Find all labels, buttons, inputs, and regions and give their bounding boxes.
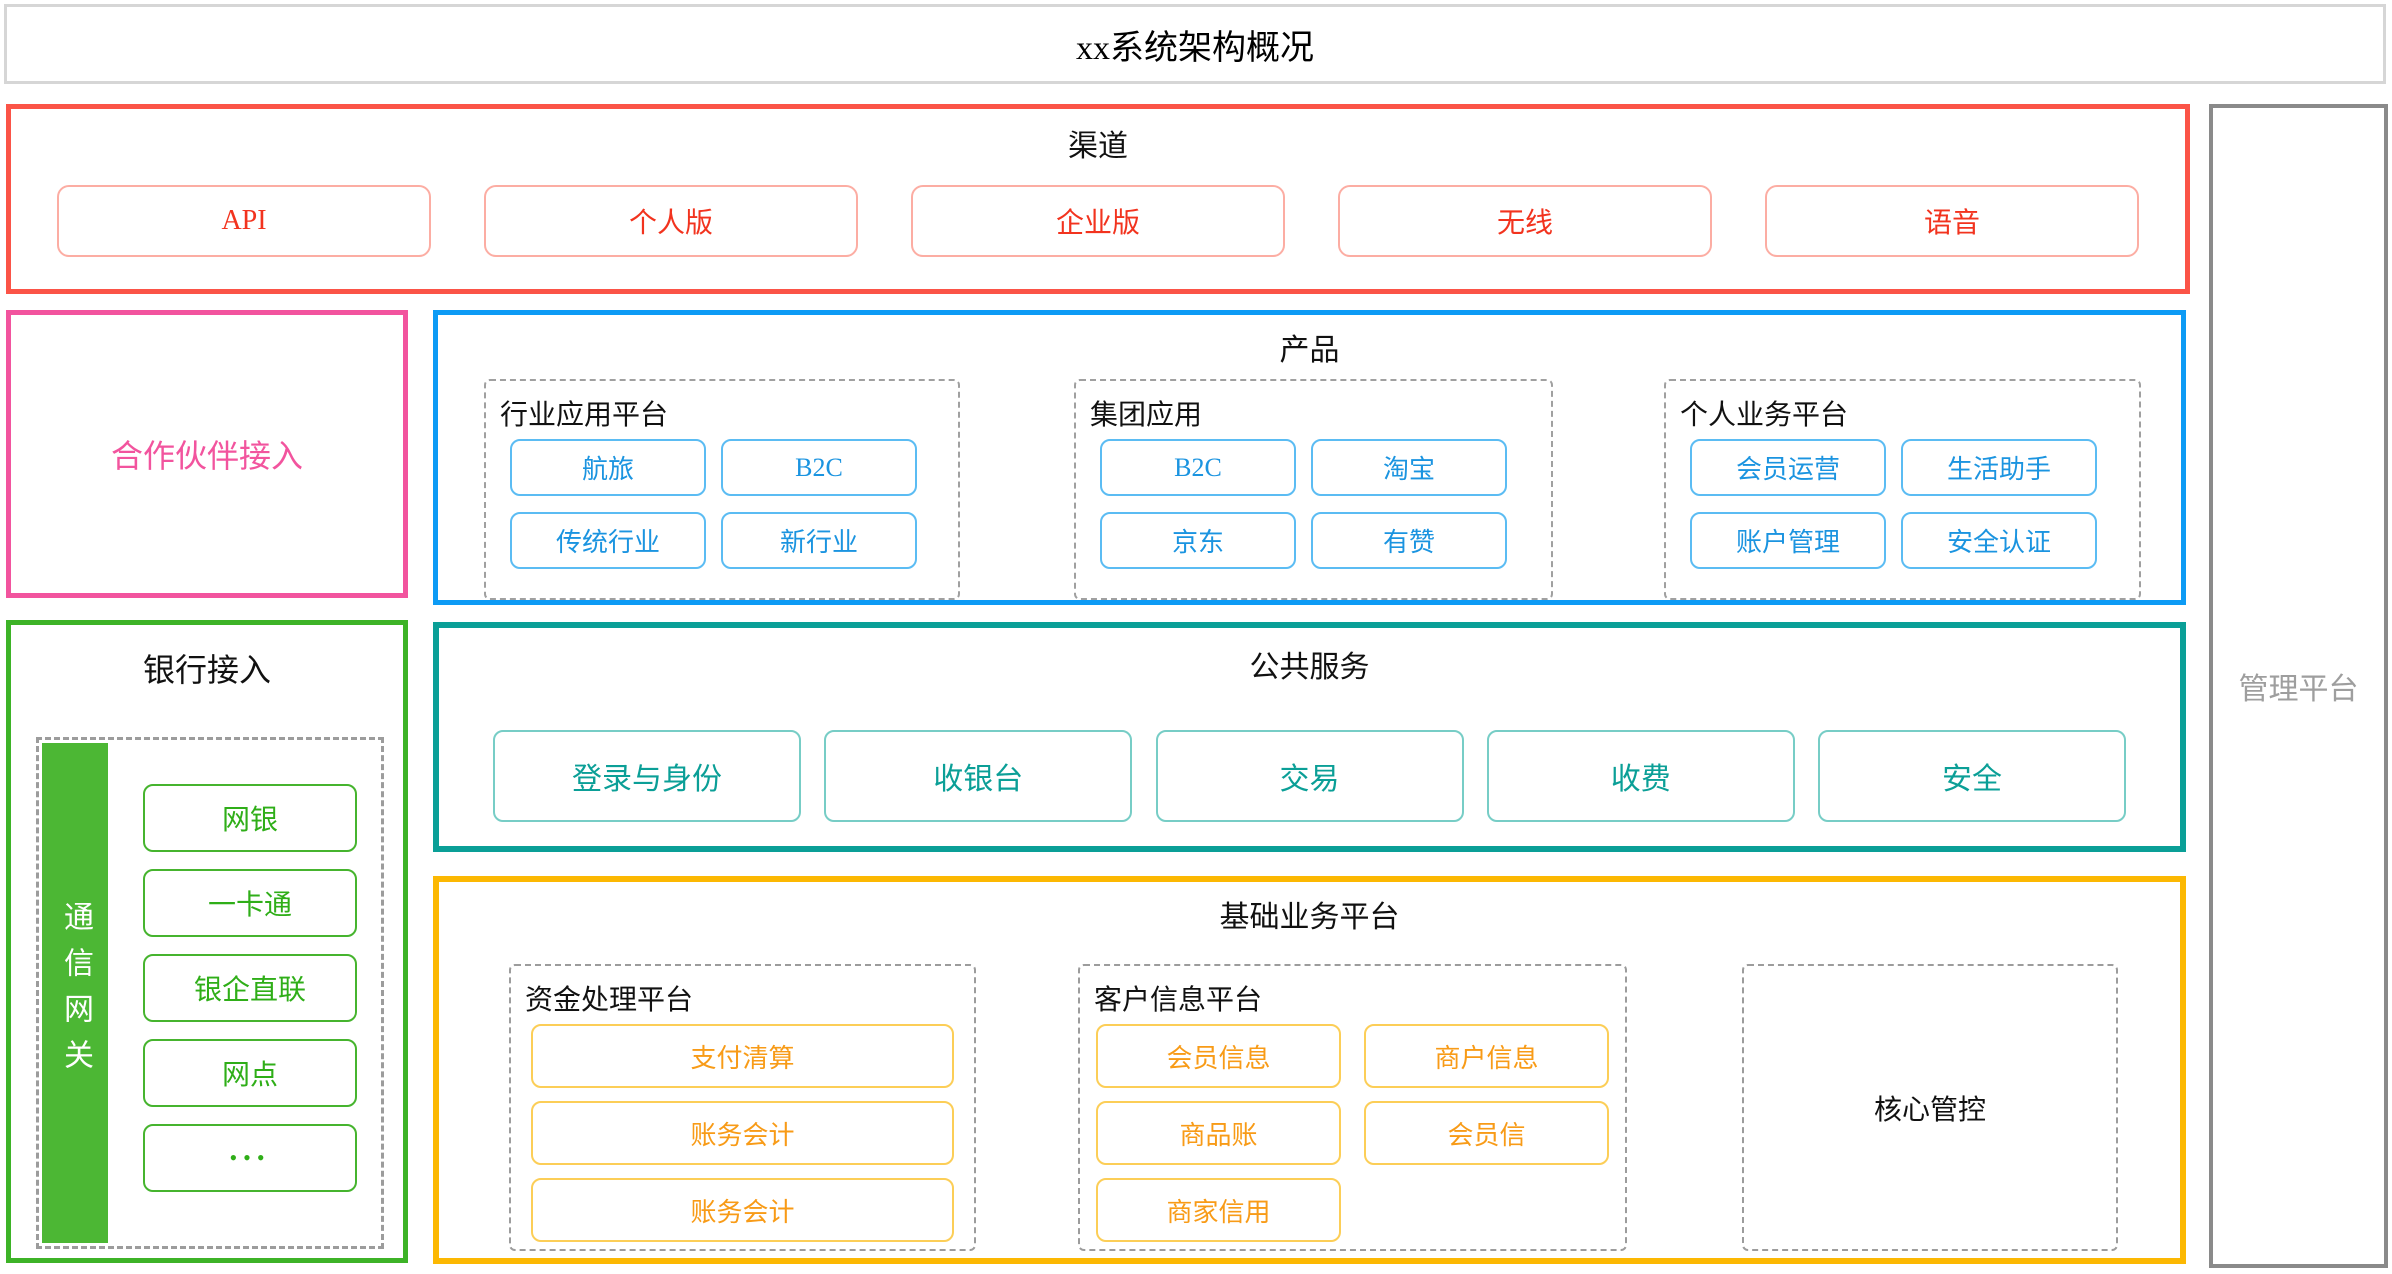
group-fund-processing-platform: 资金处理平台 支付清算 账务会计 账务会计: [509, 964, 976, 1251]
product-button[interactable]: 航旅: [510, 439, 706, 496]
foundation-button-accounting[interactable]: 账务会计: [531, 1101, 954, 1165]
bank-button-onecard[interactable]: 一卡通: [143, 869, 357, 937]
partner-access-label: 合作伙伴接入: [110, 438, 303, 474]
group-group-apps: 集团应用 B2C 淘宝 京东 有赞: [1074, 379, 1553, 600]
product-button[interactable]: 传统行业: [510, 512, 706, 569]
service-button-login-identity[interactable]: 登录与身份: [493, 730, 801, 822]
group-stack: 支付清算 账务会计 账务会计: [531, 1024, 954, 1255]
group-grid: 会员信息 商户信息 商品账 会员信 商家信用: [1096, 1024, 1609, 1242]
product-button[interactable]: 新行业: [721, 512, 917, 569]
communication-gateway-bar: 通信网关: [42, 743, 108, 1243]
group-core-control: 核心管控: [1742, 964, 2118, 1251]
service-button-trade[interactable]: 交易: [1155, 730, 1464, 822]
channel-button-api[interactable]: API: [57, 185, 431, 257]
product-button[interactable]: 淘宝: [1311, 439, 1507, 496]
foundation-button-merchant-info[interactable]: 商户信息: [1364, 1024, 1609, 1088]
foundation-button-member-credit[interactable]: 会员信: [1364, 1101, 1609, 1165]
channels-section-label: 渠道: [1068, 130, 1128, 163]
service-button-security[interactable]: 安全: [1818, 730, 2126, 822]
product-button[interactable]: B2C: [721, 439, 917, 496]
foundation-button-member-info[interactable]: 会员信息: [1096, 1024, 1341, 1088]
foundation-button-accounting[interactable]: 账务会计: [531, 1178, 954, 1242]
product-button[interactable]: 账户管理: [1690, 512, 1886, 569]
group-label: 行业应用平台: [500, 400, 669, 431]
products-section-label: 产品: [1279, 334, 1340, 367]
product-button[interactable]: 会员运营: [1690, 439, 1886, 496]
group-grid: B2C 淘宝 京东 有赞: [1100, 439, 1507, 569]
product-button[interactable]: 京东: [1100, 512, 1296, 569]
bank-buttons: 网银 一卡通 银企直联 网点 •••: [143, 784, 357, 1209]
foundation-button-payment-clearing[interactable]: 支付清算: [531, 1024, 954, 1088]
services-row: 登录与身份 收银台 交易 收费 安全: [493, 730, 2126, 822]
foundation-button-merchant-credit[interactable]: 商家信用: [1096, 1178, 1341, 1242]
service-button-charging[interactable]: 收费: [1486, 730, 1795, 822]
group-industry-app-platform: 行业应用平台 航旅 B2C 传统行业 新行业: [484, 379, 960, 600]
group-label: 客户信息平台: [1094, 985, 1263, 1016]
bank-button-ebank[interactable]: 网银: [143, 784, 357, 852]
group-grid: 会员运营 生活助手 账户管理 安全认证: [1690, 439, 2097, 569]
channel-button-wireless[interactable]: 无线: [1338, 185, 1712, 257]
title-bar: xx系统架构概况: [4, 4, 2386, 84]
product-button[interactable]: 生活助手: [1901, 439, 2097, 496]
channel-button-personal[interactable]: 个人版: [484, 185, 858, 257]
group-grid: 航旅 B2C 传统行业 新行业: [510, 439, 917, 569]
group-label: 资金处理平台: [525, 985, 694, 1016]
products-section: 产品 行业应用平台 航旅 B2C 传统行业 新行业 集团应用 B2C 淘宝 京东…: [433, 310, 2186, 605]
bank-access-section: 银行接入 通信网关 网银 一卡通 银企直联 网点 •••: [6, 620, 408, 1263]
bank-gateway-group: 通信网关 网银 一卡通 银企直联 网点 •••: [36, 737, 384, 1249]
group-customer-info-platform: 客户信息平台 会员信息 商户信息 商品账 会员信 商家信用: [1078, 964, 1627, 1251]
core-control-label: 核心管控: [1873, 1094, 1986, 1126]
foundation-platform-section: 基础业务平台 资金处理平台 支付清算 账务会计 账务会计 客户信息平台 会员信息…: [433, 876, 2186, 1264]
bank-button-more[interactable]: •••: [143, 1124, 357, 1192]
management-platform-label: 管理平台: [2238, 673, 2359, 706]
management-platform-section: 管理平台: [2209, 104, 2388, 1268]
partner-access-section: 合作伙伴接入: [6, 310, 408, 598]
channel-button-voice[interactable]: 语音: [1765, 185, 2139, 257]
foundation-platform-label: 基础业务平台: [1219, 901, 1400, 934]
page-title: xx系统架构概况: [1076, 29, 1314, 67]
group-label: 集团应用: [1090, 400, 1203, 431]
bank-access-label: 银行接入: [142, 652, 271, 688]
channel-button-enterprise[interactable]: 企业版: [911, 185, 1285, 257]
public-services-label: 公共服务: [1249, 651, 1370, 684]
product-button[interactable]: 安全认证: [1901, 512, 2097, 569]
public-services-section: 公共服务 登录与身份 收银台 交易 收费 安全: [433, 622, 2186, 852]
group-personal-business-platform: 个人业务平台 会员运营 生活助手 账户管理 安全认证: [1664, 379, 2141, 600]
group-label: 个人业务平台: [1680, 400, 1849, 431]
product-button[interactable]: B2C: [1100, 439, 1296, 496]
channels-row: API 个人版 企业版 无线 语音: [57, 185, 2139, 257]
product-button[interactable]: 有赞: [1311, 512, 1507, 569]
bank-button-branch[interactable]: 网点: [143, 1039, 357, 1107]
bank-button-direct-link[interactable]: 银企直联: [143, 954, 357, 1022]
service-button-cashier[interactable]: 收银台: [824, 730, 1133, 822]
channels-section: 渠道 API 个人版 企业版 无线 语音: [6, 104, 2190, 294]
foundation-button-goods-account[interactable]: 商品账: [1096, 1101, 1341, 1165]
